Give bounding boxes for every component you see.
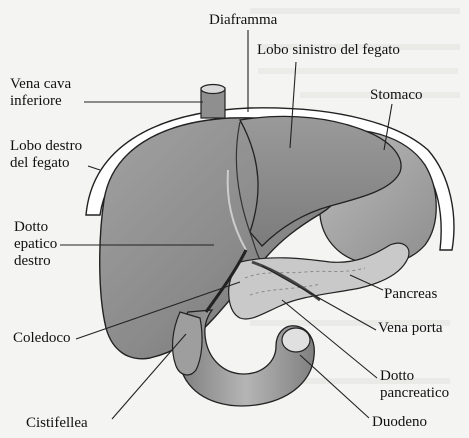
label-dotto-pancreatico: Dotto pancreatico: [380, 368, 449, 402]
label-pancreas: Pancreas: [384, 286, 437, 303]
label-lobo-destro-line2: del fegato: [10, 155, 82, 172]
label-vena-porta: Vena porta: [378, 320, 443, 337]
label-duodeno: Duodeno: [372, 414, 427, 431]
duodenum-opening: [282, 328, 310, 352]
label-dotto-pancreatico-line1: Dotto: [380, 368, 449, 385]
label-diaframma: Diaframma: [209, 12, 277, 29]
label-vena-cava-line2: inferiore: [10, 93, 71, 110]
label-dotto-epatico-line1: Dotto: [14, 219, 57, 236]
label-stomaco: Stomaco: [370, 87, 423, 104]
label-dotto-epatico-line2: epatico: [14, 236, 57, 253]
vena-cava-shape: [201, 85, 225, 119]
leader-duodeno: [300, 355, 369, 418]
label-lobo-destro: Lobo destro del fegato: [10, 138, 82, 172]
label-vena-cava: Vena cava inferiore: [10, 76, 71, 110]
label-lobo-destro-line1: Lobo destro: [10, 138, 82, 155]
label-dotto-epatico-line3: destro: [14, 253, 57, 270]
label-dotto-pancreatico-line2: pancreatico: [380, 385, 449, 402]
label-coledoco: Coledoco: [13, 330, 71, 347]
gallbladder-shape: [173, 312, 203, 375]
label-lobo-sinistro: Lobo sinistro del fegato: [257, 42, 400, 59]
label-vena-cava-line1: Vena cava: [10, 76, 71, 93]
leader-lobo-destro: [88, 166, 100, 170]
label-dotto-epatico: Dotto epatico destro: [14, 219, 57, 270]
label-cistifellea: Cistifellea: [26, 415, 88, 432]
